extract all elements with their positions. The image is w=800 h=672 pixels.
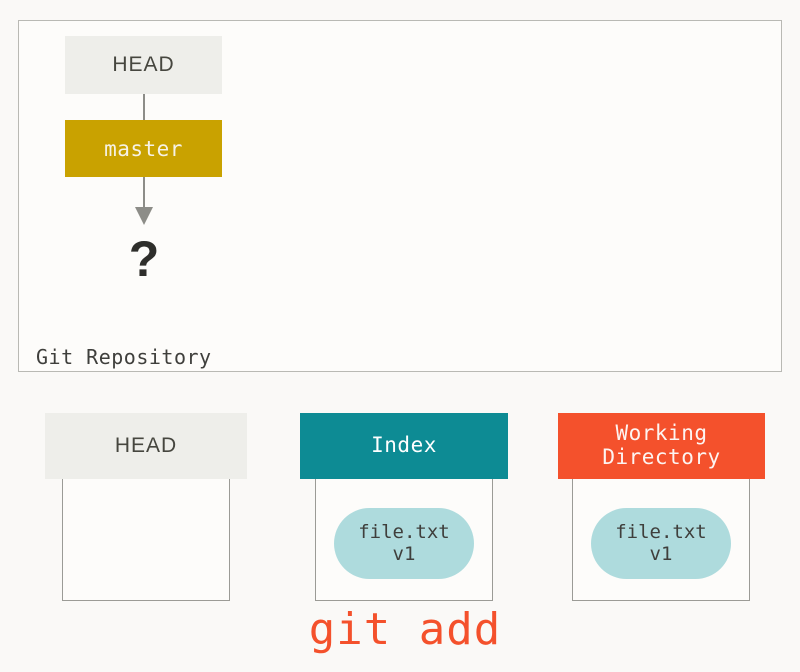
index-file-name: file.txt bbox=[358, 520, 450, 543]
repo-master-ref-label: master bbox=[104, 136, 183, 161]
connector-head-to-master bbox=[143, 94, 145, 121]
working-directory-file-blob: file.txt v1 bbox=[591, 508, 731, 579]
repo-head-ref-box: HEAD bbox=[65, 36, 222, 94]
index-file-blob: file.txt v1 bbox=[334, 508, 474, 579]
repo-head-ref-label: HEAD bbox=[112, 53, 175, 76]
git-repository-label: Git Repository bbox=[36, 345, 212, 369]
arrow-down-icon bbox=[135, 207, 153, 225]
unknown-commit-placeholder: ? bbox=[128, 231, 160, 287]
repo-master-ref-box: master bbox=[65, 120, 222, 177]
area-head-title: HEAD bbox=[45, 413, 247, 479]
area-head-body bbox=[62, 479, 230, 601]
git-add-command-label: git add bbox=[308, 604, 502, 655]
index-file-version: v1 bbox=[392, 542, 416, 565]
area-working-directory-title-line1: Working bbox=[615, 421, 708, 446]
area-working-directory-title: Working Directory bbox=[558, 413, 765, 479]
connector-master-to-commit bbox=[143, 177, 145, 210]
working-directory-file-version: v1 bbox=[649, 542, 673, 565]
area-working-directory-title-line2: Directory bbox=[602, 445, 721, 469]
working-directory-file-name: file.txt bbox=[615, 520, 707, 543]
area-index-title: Index bbox=[300, 413, 508, 479]
